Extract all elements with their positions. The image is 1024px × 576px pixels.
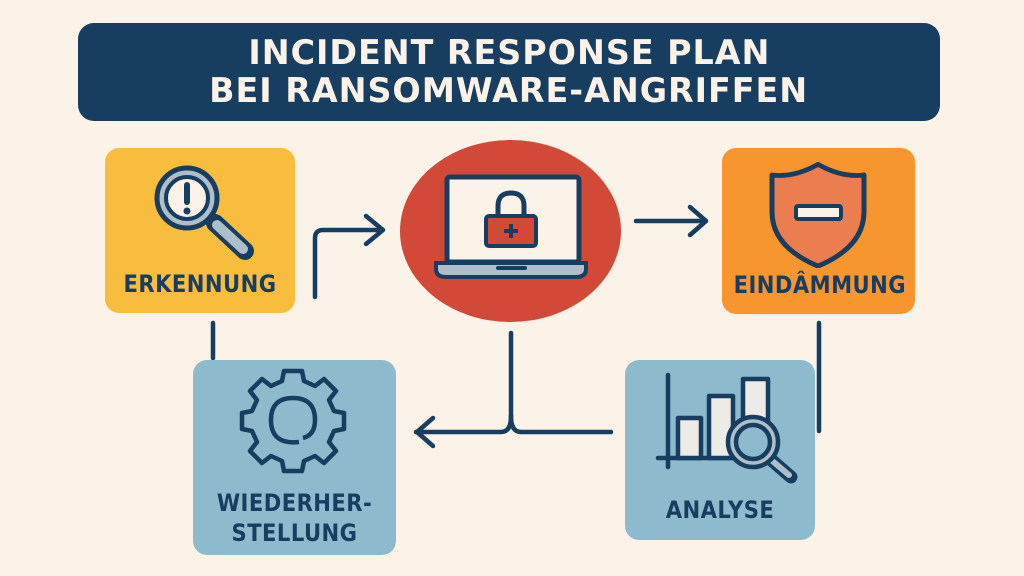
arrow-incident-to-wiederherstellung	[413, 330, 514, 435]
step-erkennung: ERKENNUNG	[105, 148, 295, 313]
step-label: ANALYSE	[665, 496, 775, 524]
step-label: WIEDERHER- STELLUNG	[205, 488, 384, 548]
shield-minus-icon	[769, 161, 867, 268]
step-incident	[400, 140, 621, 322]
bar-chart-magnifier-icon	[655, 372, 798, 484]
title-line-1: INCIDENT RESPONSE PLAN	[247, 33, 771, 73]
step-label: EINDÂMMUNG	[733, 271, 907, 299]
step-label: ERKENNUNG	[123, 270, 277, 298]
gear-icon	[239, 368, 347, 474]
title-banner: INCIDENT RESPONSE PLAN BEI RANSOMWARE-AN…	[78, 23, 940, 121]
laptop-lock-icon	[434, 174, 588, 279]
step-label-line-1: WIEDERHER-	[216, 489, 373, 517]
magnifier-exclamation-icon	[154, 165, 254, 260]
step-wiederherstellung: WIEDERHER- STELLUNG	[193, 360, 396, 555]
step-label-line-2: STELLUNG	[231, 519, 358, 547]
step-analyse: ANALYSE	[625, 360, 815, 540]
title-line-2: BEI RANSOMWARE-ANGRIFFEN	[209, 71, 809, 111]
arrow-erkennung-to-incident	[312, 227, 385, 300]
step-eindaemmung: EINDÂMMUNG	[722, 148, 915, 314]
